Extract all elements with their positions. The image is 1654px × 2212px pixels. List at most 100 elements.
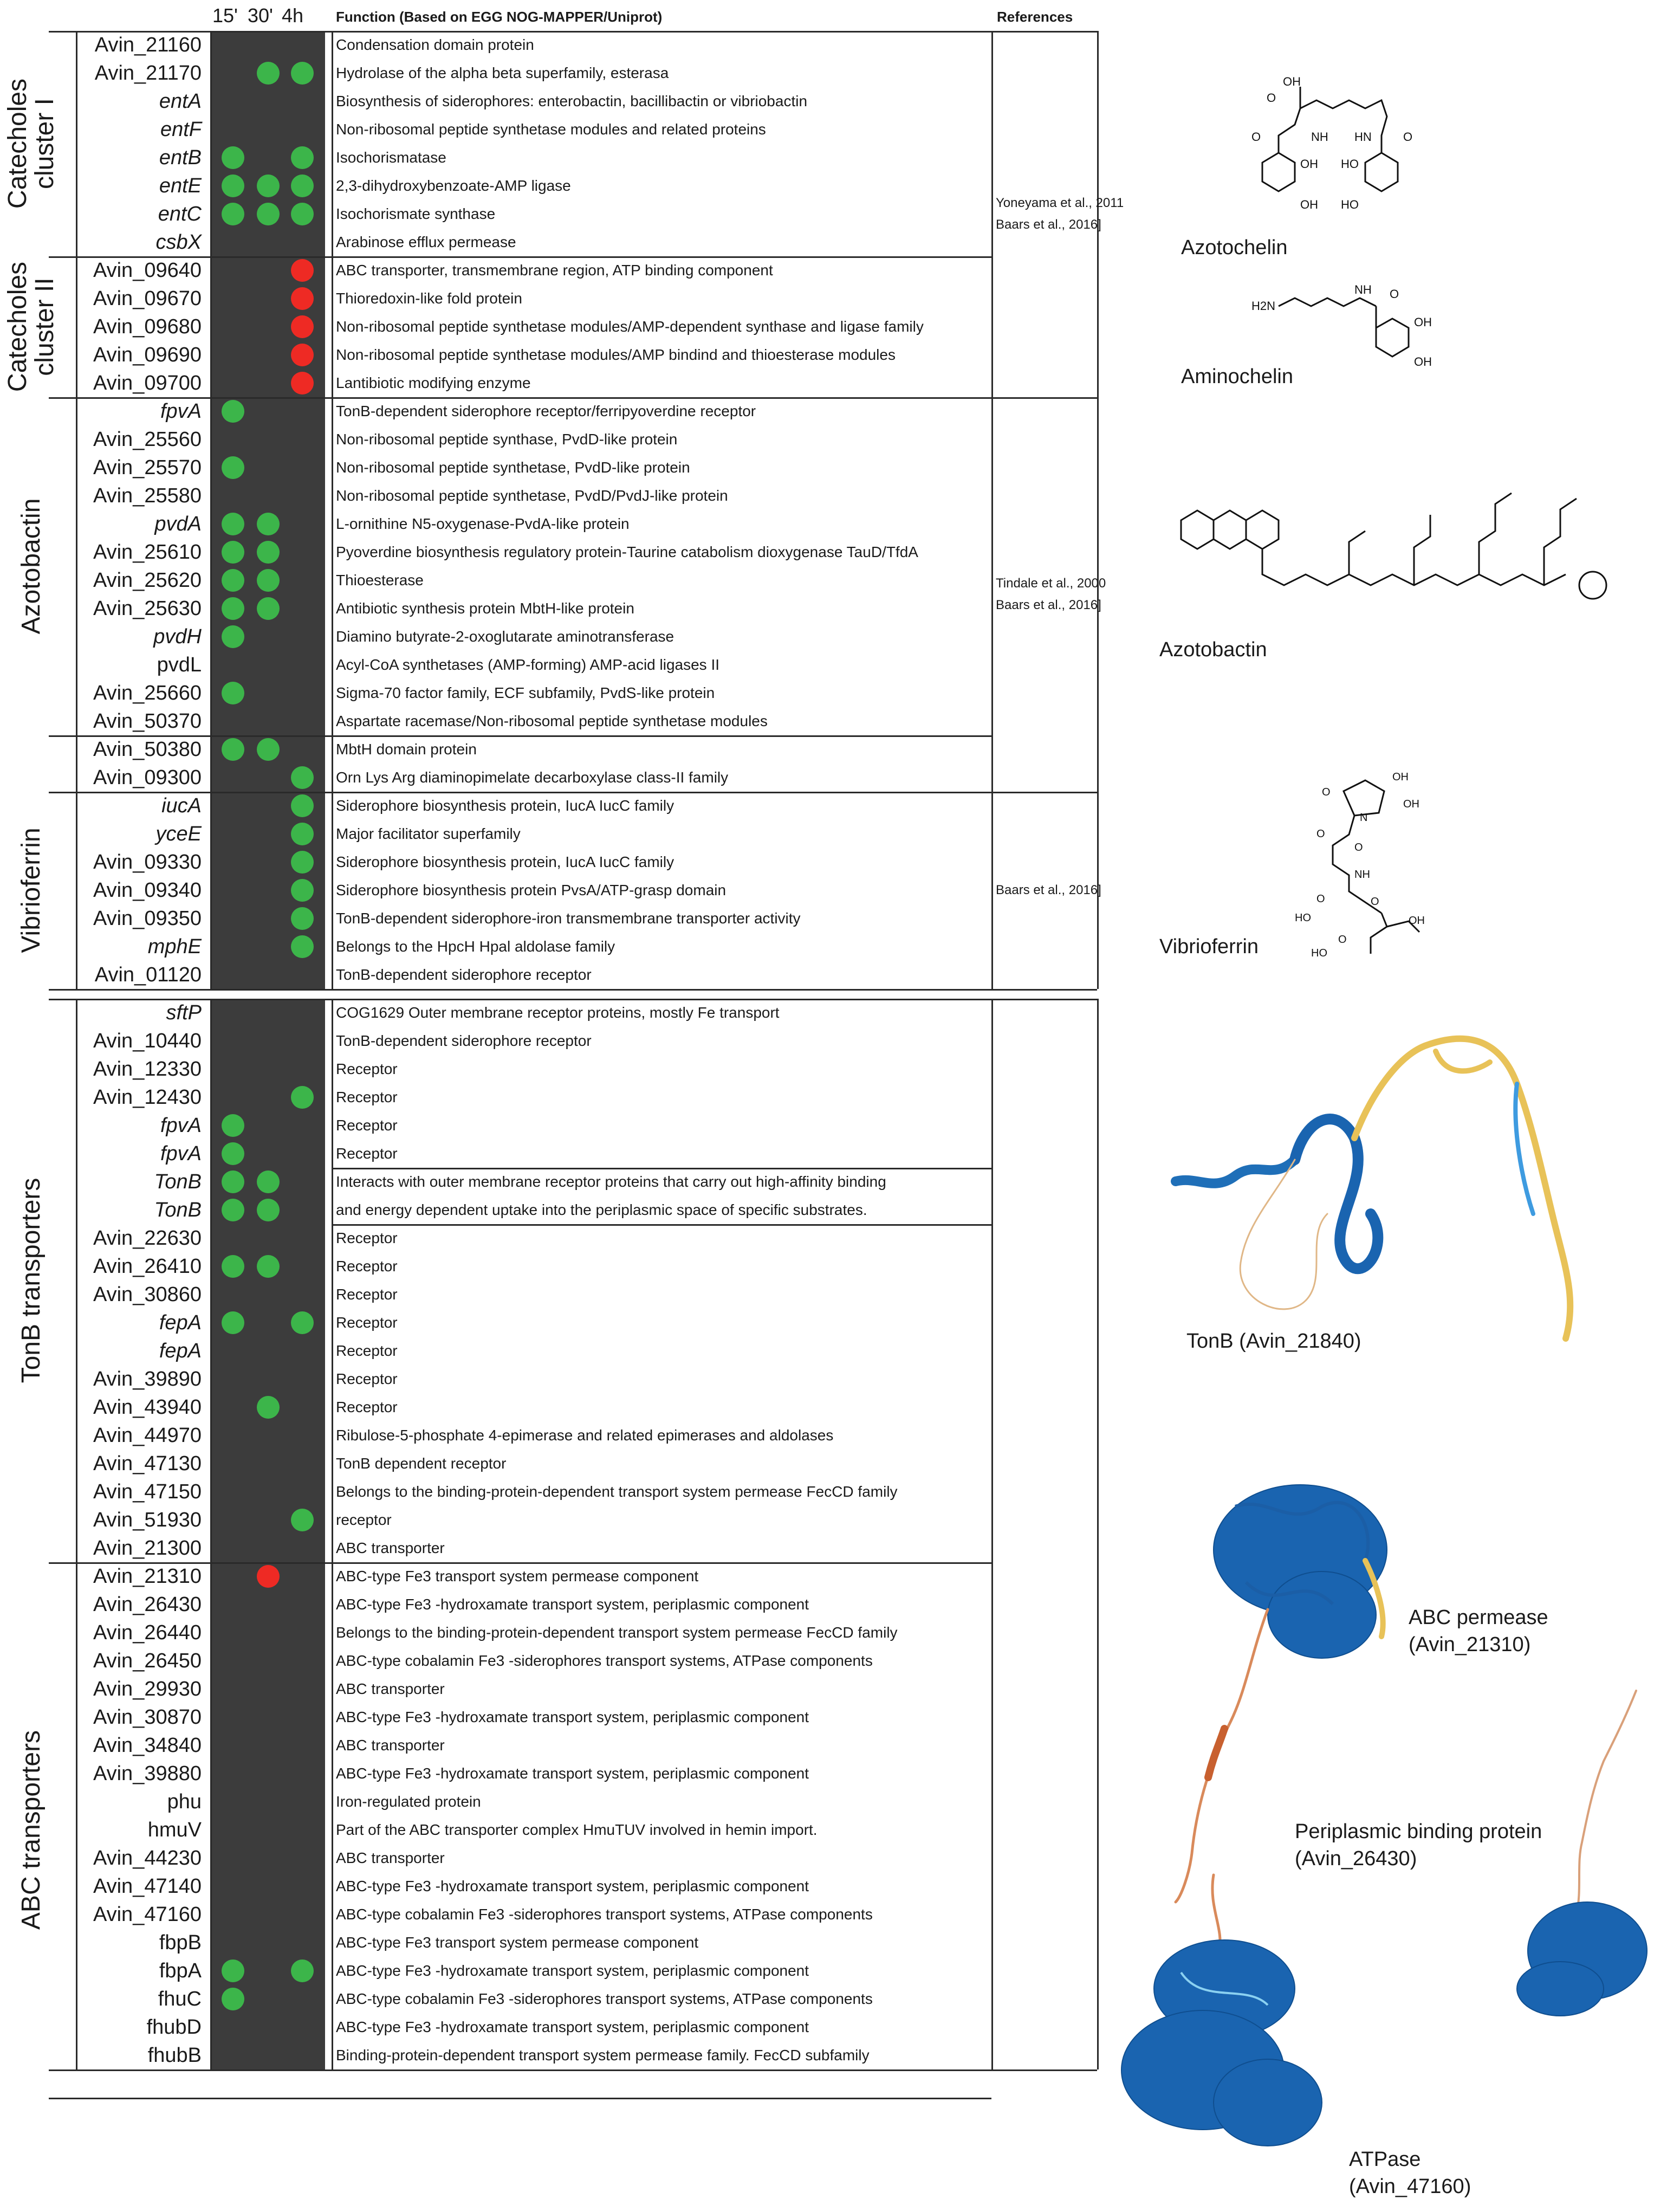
- gene-label: Avin_47150: [93, 1480, 202, 1503]
- group-label: TonB transporters: [2, 999, 61, 1562]
- gene-label: Avin_43940: [93, 1396, 202, 1419]
- function-text: 2,3-dihydroxybenzoate-AMP ligase: [336, 177, 571, 194]
- function-text: Non-ribosomal peptide synthase, PvdD-lik…: [336, 431, 678, 448]
- group-separator: [49, 2098, 991, 2099]
- function-text: Biosynthesis of siderophores: enterobact…: [336, 93, 808, 109]
- function-text: ABC transporter: [336, 1737, 445, 1754]
- function-text: Iron-regulated protein: [336, 1793, 481, 1810]
- expression-dot-green: [291, 907, 314, 930]
- expression-dot-green: [222, 597, 244, 620]
- expression-dot-green: [291, 1509, 314, 1531]
- reference-text: Yoneyama et al., 2011: [996, 196, 1124, 210]
- gene-label: fpvA: [160, 400, 202, 423]
- reference-separator: [991, 792, 1097, 793]
- function-text: Isochorismatase: [336, 149, 446, 166]
- group-separator: [49, 792, 991, 793]
- gene-label: fhubD: [146, 2016, 202, 2039]
- function-text: ABC-type Fe3 transport system permease c…: [336, 1934, 699, 1951]
- group-separator: [49, 1562, 991, 1564]
- references-header: References: [997, 9, 1073, 25]
- expression-dot-red: [291, 287, 314, 310]
- gene-label: Avin_47140: [93, 1875, 202, 1898]
- svg-text:O: O: [1403, 130, 1412, 144]
- gene-label: Avin_50370: [93, 710, 202, 733]
- function-text: Non-ribosomal peptide synthetase, PvdD/P…: [336, 487, 728, 504]
- gene-label: Avin_09700: [93, 372, 202, 394]
- svg-text:OH: OH: [1283, 75, 1301, 88]
- gene-label: Avin_26450: [93, 1650, 202, 1672]
- function-text: ABC-type Fe3 -hydroxamate transport syst…: [336, 1765, 809, 1782]
- group-separator: [49, 735, 991, 737]
- group-label-line: Azotobactin: [16, 498, 46, 635]
- expression-dot-green: [291, 851, 314, 874]
- timepoint-header: 4h: [282, 4, 304, 27]
- function-text: Belongs to the binding-protein-dependent…: [336, 1483, 898, 1500]
- expression-dot-green: [222, 174, 244, 197]
- gene-label: fhuC: [158, 1988, 202, 2010]
- gene-label: Avin_25560: [93, 428, 202, 451]
- gene-label: TonB: [154, 1199, 202, 1221]
- gene-label: hmuV: [147, 1819, 202, 1841]
- function-text: L-ornithine N5-oxygenase-PvdA-like prote…: [336, 515, 630, 532]
- gene-label: Avin_47130: [93, 1452, 202, 1475]
- expression-dot-green: [222, 738, 244, 761]
- gene-label: Avin_09300: [93, 766, 202, 789]
- function-text: Major facilitator superfamily: [336, 825, 521, 842]
- gene-label: Avin_39890: [93, 1368, 202, 1390]
- gene-label: Avin_09640: [93, 259, 202, 282]
- gene-label: mphE: [147, 935, 202, 958]
- gene-label: fbpA: [159, 1959, 202, 1982]
- gene-label: Avin_25580: [93, 484, 202, 507]
- expression-dot-green: [291, 1086, 314, 1109]
- gene-label: Avin_21310: [93, 1565, 202, 1588]
- function-text: Siderophore biosynthesis protein PvsA/AT…: [336, 882, 727, 898]
- expression-dot-green: [291, 766, 314, 789]
- function-text: ABC transporter: [336, 1540, 445, 1556]
- svg-text:O: O: [1354, 842, 1363, 853]
- expression-dot-green: [222, 400, 244, 423]
- svg-text:OH: OH: [1392, 771, 1409, 783]
- group-label-line: TonB transporters: [16, 1178, 46, 1383]
- expression-dot-green: [222, 625, 244, 648]
- expression-dot-red: [291, 344, 314, 366]
- table-column-line-lower: [1097, 999, 1099, 2069]
- expression-dot-green: [222, 1170, 244, 1193]
- function-text: Arabinose efflux permease: [336, 234, 516, 250]
- gene-label: Avin_12330: [93, 1058, 202, 1081]
- reference-separator: [991, 397, 1097, 399]
- expression-dot-green: [257, 1170, 280, 1193]
- expression-dot-green: [257, 1199, 280, 1221]
- group-label: Azotobactin: [2, 397, 61, 735]
- function-text: Thioesterase: [336, 572, 424, 588]
- function-text: receptor: [336, 1511, 392, 1528]
- svg-text:O: O: [1371, 896, 1379, 908]
- svg-text:NH: NH: [1354, 869, 1370, 881]
- gene-label: iucA: [161, 794, 202, 817]
- expression-dot-green: [257, 174, 280, 197]
- function-text: Non-ribosomal peptide synthetase, PvdD-l…: [336, 459, 690, 476]
- function-text: Aspartate racemase/Non-ribosomal peptide…: [336, 713, 768, 729]
- svg-text:HO: HO: [1295, 912, 1311, 924]
- azotochelin-structure: OH O NH HN O O OH HO OH HO: [1251, 75, 1412, 211]
- function-text: Orn Lys Arg diaminopimelate decarboxylas…: [336, 769, 729, 786]
- gene-label: entF: [160, 118, 202, 141]
- svg-text:OH: OH: [1300, 198, 1318, 211]
- svg-text:OH: OH: [1403, 798, 1419, 810]
- expression-dot-green: [257, 62, 280, 85]
- gene-label: Avin_25610: [93, 541, 202, 564]
- table-column-line-upper: [1097, 31, 1099, 989]
- function-text: Non-ribosomal peptide synthetase modules…: [336, 318, 924, 335]
- function-text: ABC-type cobalamin Fe3 -siderophores tra…: [336, 1990, 873, 2007]
- group-label-line: ABC transporters: [16, 1730, 46, 1930]
- gene-label: pvdL: [157, 654, 202, 676]
- gene-label: fepA: [159, 1340, 202, 1362]
- svg-text:NH: NH: [1354, 283, 1372, 296]
- function-text: Receptor: [336, 1370, 398, 1387]
- expression-dot-green: [222, 203, 244, 225]
- expression-dot-green: [257, 738, 280, 761]
- function-text: ABC-type cobalamin Fe3 -siderophores tra…: [336, 1906, 873, 1923]
- function-text: Non-ribosomal peptide synthetase modules…: [336, 121, 766, 138]
- gene-label: phu: [167, 1790, 202, 1813]
- function-text: ABC transporter: [336, 1680, 445, 1697]
- function-text: Diamino butyrate-2-oxoglutarate aminotra…: [336, 628, 674, 645]
